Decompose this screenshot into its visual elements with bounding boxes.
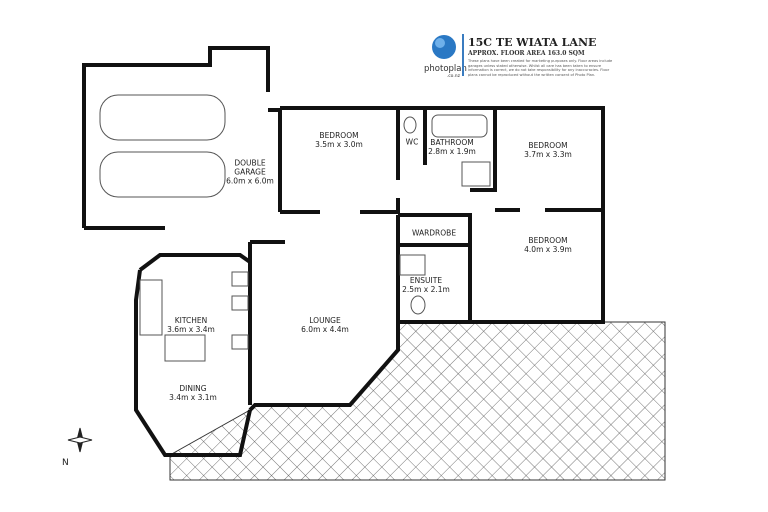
- floor-area: APPROX. FLOOR AREA 163.0 SQM: [468, 50, 585, 57]
- photoplan-logo: photoplan .co.nz: [424, 34, 467, 79]
- fixtures: [99, 94, 491, 362]
- compass-label: N: [62, 458, 69, 468]
- logo-text: photoplan: [424, 64, 467, 74]
- header-divider: [462, 34, 464, 76]
- logo-sub: .co.nz: [446, 74, 460, 79]
- disclaimer: These plans have been created for market…: [468, 59, 613, 77]
- header: 15C TE WIATA LANE APPROX. FLOOR AREA 163…: [468, 36, 618, 77]
- property-title: 15C TE WIATA LANE: [468, 36, 597, 49]
- room-wc: WC: [405, 137, 419, 147]
- room-wardrobe: WARDROBE: [411, 228, 457, 238]
- compass-icon: [67, 427, 93, 453]
- deck-area: [169, 321, 666, 481]
- walls: [82, 46, 605, 457]
